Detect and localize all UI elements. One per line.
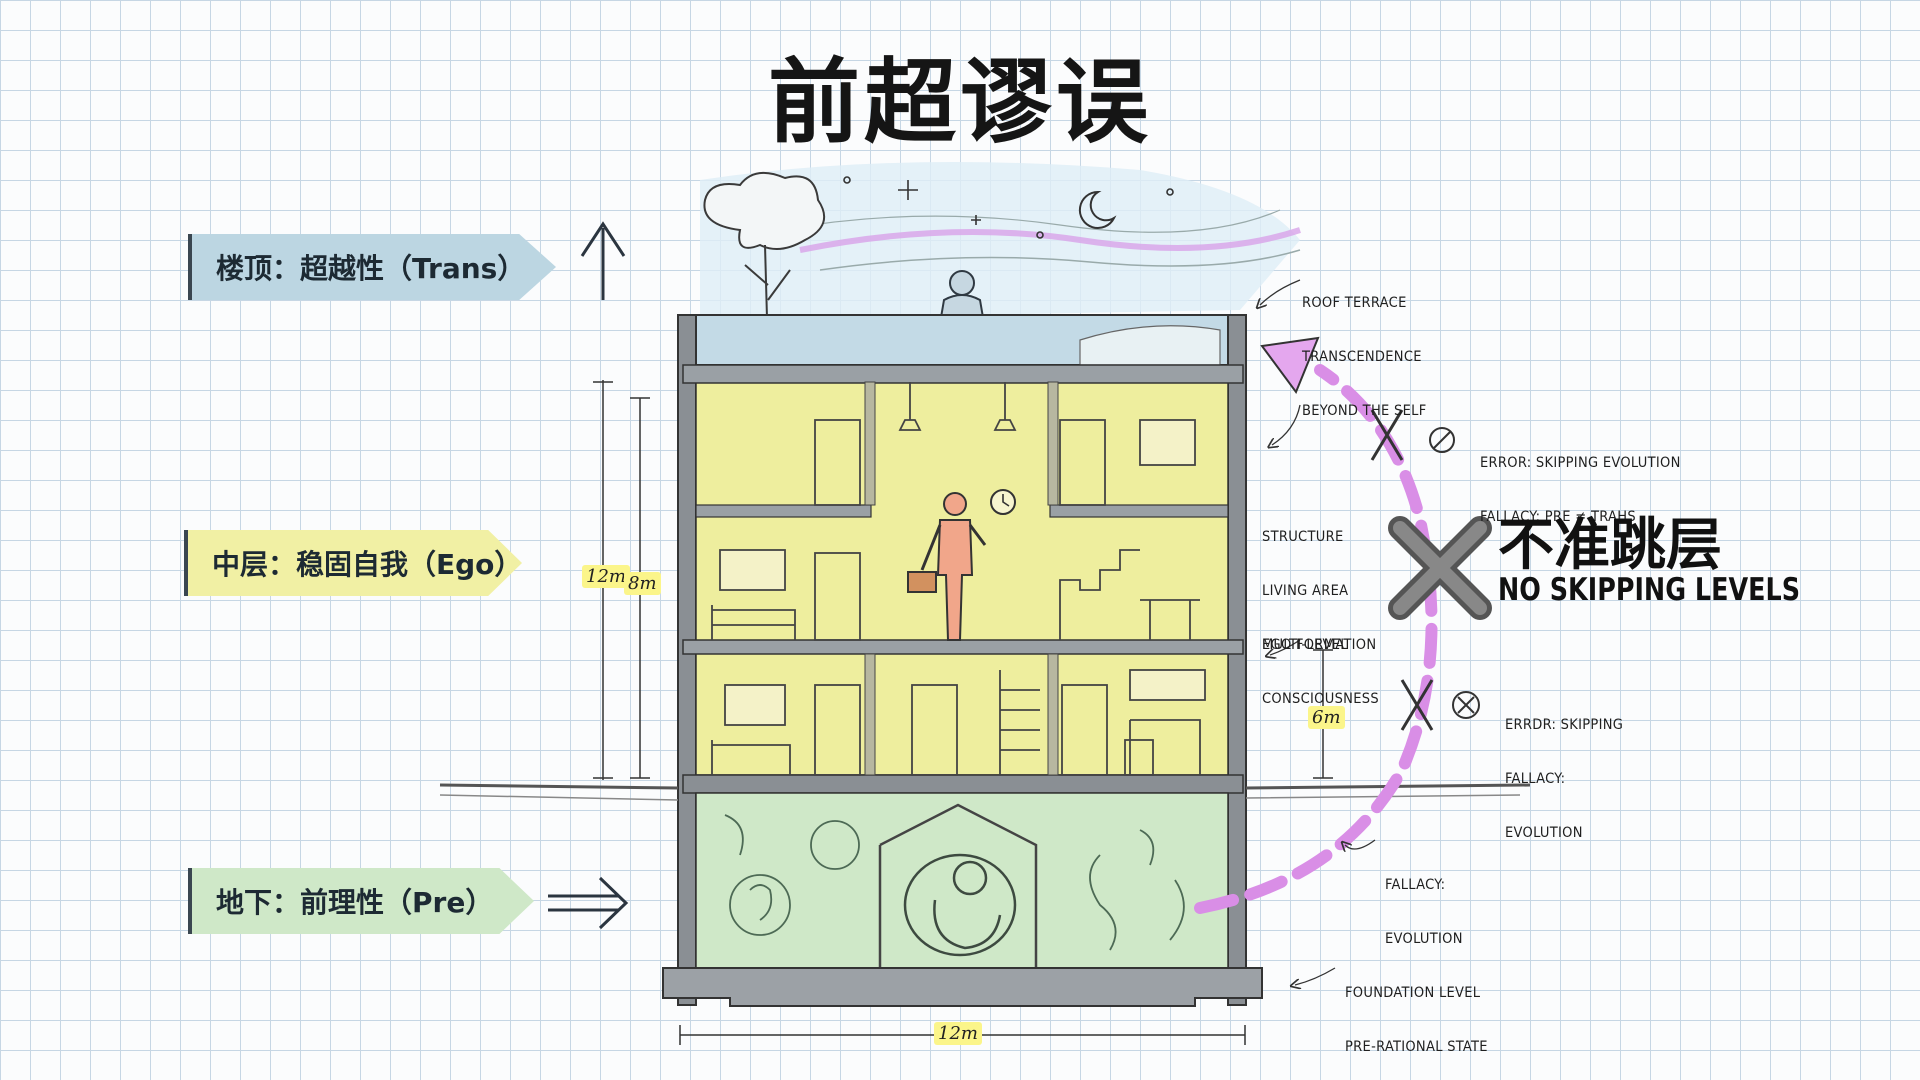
note-structure-line3: EGO FORMATION [1262,637,1377,653]
level-tag-ego-label: 中层：稳固自我（Ego） [212,548,523,581]
dim-floor-height: 6m [1308,706,1345,729]
foundation [662,967,1263,1007]
level-tag-pre: 地下：前理性（Pre） [188,868,534,934]
building-left-wall [677,314,697,1006]
note-fallacy-line2: EVOLUTION [1385,931,1463,947]
note-roof-line1: ROOF TERRACE [1302,295,1407,311]
note-error2-line2: FALLACY: [1505,771,1566,787]
note-roof-line2: TRANSCENDENCE [1302,349,1422,365]
large-x-icon [1388,516,1492,620]
note-error2: ERRDR: SKIPPING FALLACY: EVOLUTION [1505,680,1623,860]
note-structure: STRUCTURE LIVING AREA EGO FORMATION [1262,492,1376,672]
cancel-circle-icon [1452,691,1480,719]
note-error1-line1: ERROR: SKIPPING EVOLUTION [1480,455,1681,471]
forbidden-icon [1429,427,1455,453]
note-foundation: FOUNDATION LEVEL PRE-RATIONAL STATE [1345,948,1488,1074]
fetus-icon [903,853,1017,957]
warning-title-en: NO SKIPPING LEVELS [1498,572,1801,608]
x-mark-icon [1370,409,1434,731]
right-arrow-icon [548,876,629,930]
warning-title-cn: 不准跳层 [1498,513,1722,578]
note-error1-line2: FALLACY: PRE ≠ TRAHS [1480,509,1636,525]
note-multilevel: MULTI-LEVEL CONSCIOUSNESS [1262,600,1379,726]
businessman-figure-icon [907,492,987,641]
dim-height-outer: 12m [582,565,630,588]
skip-level-arrow [1194,364,1438,914]
page-title: 前超谬误 [767,49,1152,156]
level-tag-trans: 楼顶：超越性（Trans） [188,234,556,300]
dim-height-inner: 8m [624,572,661,595]
note-foundation-line2: PRE-RATIONAL STATE [1345,1039,1488,1055]
level-tag-trans-label: 楼顶：超越性（Trans） [216,252,526,285]
note-error2-line3: EVOLUTION [1505,825,1583,841]
note-fallacy-line1: FALLACY: [1385,877,1446,893]
basement [695,792,1229,974]
star-icons [843,176,1174,239]
sky-area [700,162,1300,320]
note-foundation-line1: FOUNDATION LEVEL [1345,985,1481,1001]
moon-icon [1078,190,1117,229]
note-roof: ROOF TERRACE TRANSCENDENCE BEYOND THE SE… [1302,258,1427,438]
tree-icon [703,171,826,356]
note-multilevel-line2: CONSCIOUSNESS [1262,691,1379,707]
note-structure-line2: LIVING AREA [1262,583,1349,599]
note-roof-line3: BEYOND THE SELF [1302,403,1427,419]
dim-width: 12m [934,1022,982,1045]
aurora-wave [799,227,1301,253]
level-tag-ego: 中层：稳固自我（Ego） [184,530,522,596]
note-structure-line1: STRUCTURE [1262,529,1344,545]
note-error2-line1: ERRDR: SKIPPING [1505,717,1624,733]
level-tag-pre-label: 地下：前理性（Pre） [216,886,494,919]
note-error1: ERROR: SKIPPING EVOLUTION FALLACY: PRE ≠… [1480,418,1681,544]
note-fallacy: FALLACY: EVOLUTION [1385,840,1463,966]
skip-arrow-head [1260,336,1320,395]
up-arrow-icon [580,221,626,300]
note-multilevel-line1: MULTI-LEVEL [1262,637,1348,653]
